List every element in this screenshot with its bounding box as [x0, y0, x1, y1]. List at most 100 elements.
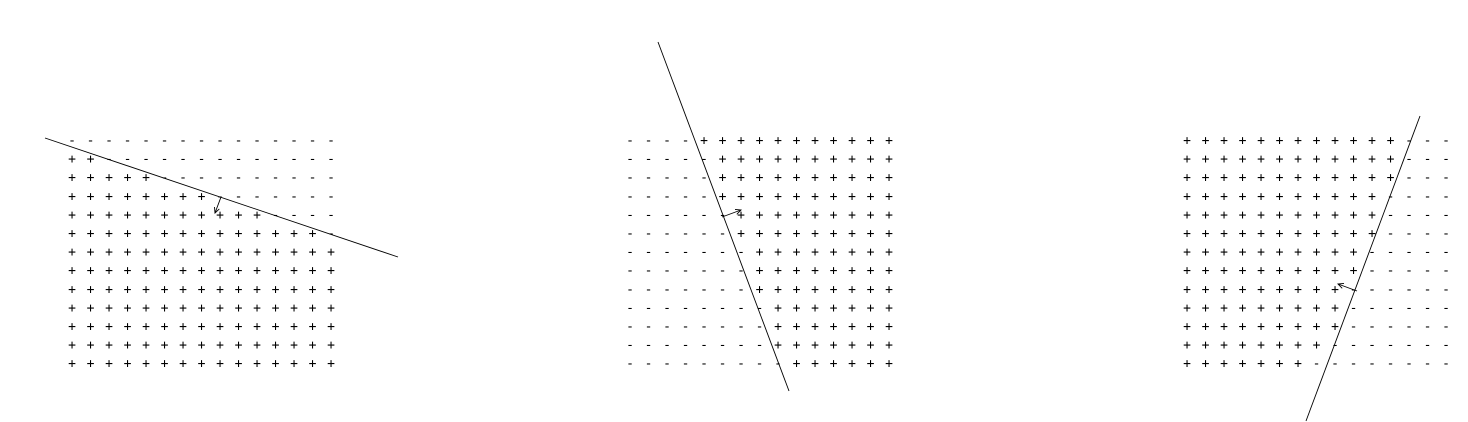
positive-point: +	[885, 301, 893, 316]
negative-point: -	[253, 171, 261, 186]
positive-point: +	[867, 208, 875, 223]
negative-point: -	[68, 134, 76, 149]
negative-point: -	[626, 357, 634, 372]
positive-point: +	[1239, 301, 1247, 316]
positive-point: +	[161, 357, 169, 372]
negative-point: -	[272, 134, 280, 149]
positive-point: +	[68, 282, 76, 297]
negative-point: -	[1424, 245, 1432, 260]
negative-point: -	[719, 282, 727, 297]
negative-point: -	[198, 152, 206, 167]
negative-point: -	[290, 189, 298, 204]
positive-point: +	[142, 171, 150, 186]
positive-point: +	[774, 301, 782, 316]
positive-point: +	[161, 227, 169, 242]
positive-point: +	[885, 208, 893, 223]
positive-point: +	[1202, 152, 1210, 167]
negative-point: -	[1405, 189, 1413, 204]
negative-point: -	[235, 134, 243, 149]
positive-point: +	[87, 338, 95, 353]
negative-point: -	[682, 301, 690, 316]
negative-point: -	[327, 171, 335, 186]
positive-point: +	[756, 152, 764, 167]
positive-point: +	[756, 134, 764, 149]
positive-point: +	[87, 357, 95, 372]
positive-point: +	[235, 320, 243, 335]
positive-point: +	[1294, 320, 1302, 335]
positive-point: +	[1331, 208, 1339, 223]
negative-point: -	[1424, 338, 1432, 353]
positive-point: +	[1276, 208, 1284, 223]
positive-point: +	[1239, 227, 1247, 242]
negative-point: -	[290, 134, 298, 149]
negative-point: -	[663, 171, 671, 186]
positive-point: +	[272, 264, 280, 279]
positive-point: +	[867, 134, 875, 149]
negative-point: -	[1442, 301, 1450, 316]
negative-point: -	[626, 152, 634, 167]
positive-point: +	[1183, 357, 1191, 372]
positive-point: +	[124, 189, 132, 204]
negative-point: -	[1331, 357, 1339, 372]
positive-point: +	[309, 282, 317, 297]
positive-point: +	[142, 245, 150, 260]
positive-point: +	[1331, 320, 1339, 335]
positive-point: +	[830, 245, 838, 260]
negative-point: -	[1350, 320, 1358, 335]
positive-point: +	[1239, 171, 1247, 186]
arrowhead-icon	[214, 206, 220, 214]
positive-point: +	[737, 208, 745, 223]
negative-point: -	[719, 264, 727, 279]
positive-point: +	[811, 264, 819, 279]
negative-point: -	[1368, 245, 1376, 260]
negative-point: -	[290, 152, 298, 167]
positive-point: +	[216, 320, 224, 335]
negative-point: -	[645, 245, 653, 260]
positive-point: +	[1183, 245, 1191, 260]
positive-point: +	[216, 264, 224, 279]
positive-point: +	[793, 338, 801, 353]
positive-point: +	[124, 171, 132, 186]
positive-point: +	[756, 227, 764, 242]
negative-point: -	[737, 357, 745, 372]
positive-point: +	[885, 320, 893, 335]
positive-point: +	[867, 227, 875, 242]
normal-vector-arrow	[1337, 283, 1358, 292]
negative-point: -	[626, 320, 634, 335]
positive-point: +	[87, 264, 95, 279]
negative-point: -	[1405, 320, 1413, 335]
positive-point: +	[161, 338, 169, 353]
positive-point: +	[1387, 171, 1395, 186]
positive-point: +	[179, 357, 187, 372]
negative-point: -	[1368, 320, 1376, 335]
positive-point: +	[848, 338, 856, 353]
positive-point: +	[1294, 282, 1302, 297]
positive-point: +	[811, 134, 819, 149]
positive-point: +	[179, 301, 187, 316]
positive-point: +	[68, 208, 76, 223]
positive-point: +	[290, 357, 298, 372]
positive-point: +	[1257, 338, 1265, 353]
positive-point: +	[1294, 245, 1302, 260]
positive-point: +	[867, 245, 875, 260]
negative-point: -	[1387, 301, 1395, 316]
negative-point: -	[1424, 282, 1432, 297]
negative-point: -	[645, 357, 653, 372]
positive-point: +	[1313, 301, 1321, 316]
negative-point: -	[1387, 227, 1395, 242]
positive-point: +	[1276, 134, 1284, 149]
positive-point: +	[87, 189, 95, 204]
positive-point: +	[142, 208, 150, 223]
positive-point: +	[1350, 208, 1358, 223]
negative-point: -	[626, 227, 634, 242]
positive-point: +	[290, 301, 298, 316]
negative-point: -	[663, 320, 671, 335]
negative-point: -	[719, 357, 727, 372]
negative-point: -	[1442, 282, 1450, 297]
positive-point: +	[124, 338, 132, 353]
positive-point: +	[774, 245, 782, 260]
positive-point: +	[774, 189, 782, 204]
positive-point: +	[1183, 338, 1191, 353]
positive-point: +	[848, 357, 856, 372]
negative-point: -	[1405, 264, 1413, 279]
